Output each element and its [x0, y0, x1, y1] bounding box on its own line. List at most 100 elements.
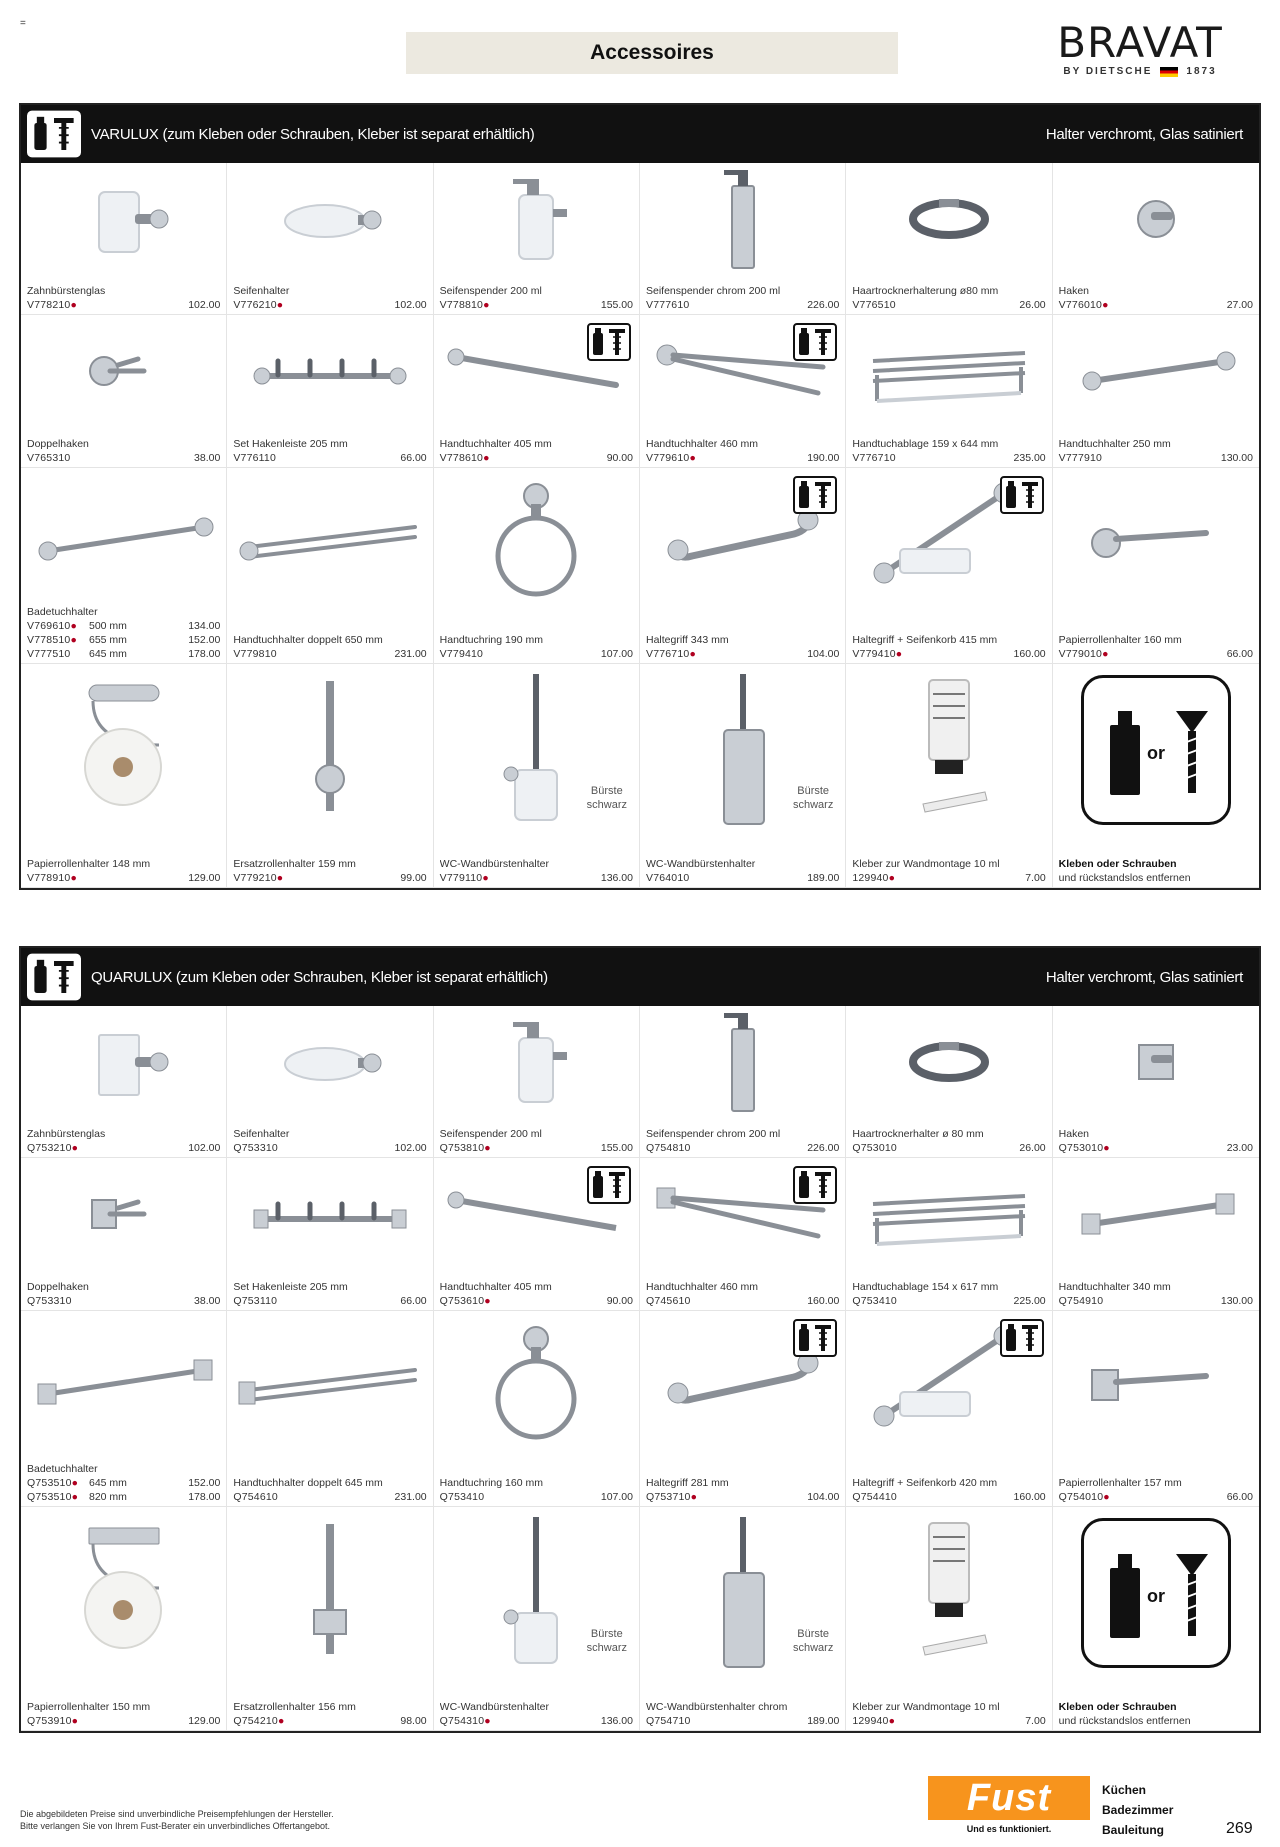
product-card[interactable]: Kleber zur Wandmontage 10 ml 129940● 7.0… — [846, 664, 1053, 888]
product-card[interactable]: Handtuchhalter doppelt 650 mm V779810 23… — [227, 468, 434, 664]
product-image — [646, 474, 839, 604]
product-card[interactable]: Handtuchhalter 250 mm V777910 130.00 — [1052, 315, 1259, 468]
variant-size: 655 mm — [89, 634, 127, 646]
glue-or-screw-icon — [793, 1166, 838, 1204]
product-card[interactable]: Doppelhaken V765310 38.00 — [21, 315, 228, 468]
product-card[interactable]: Doppelhaken Q753310 38.00 — [21, 1158, 228, 1311]
glue-or-screw-icon — [793, 476, 838, 514]
product-code-price-row: V765310 38.00 — [27, 451, 220, 465]
product-name: Handtuchring 190 mm — [439, 634, 543, 646]
article-number: V776510 — [852, 299, 896, 311]
product-price: 98.00 — [400, 1715, 427, 1727]
product-name: Handtuchhalter doppelt 645 mm — [233, 1477, 383, 1489]
product-card[interactable]: Handtuchablage 159 x 644 mm V776710 235.… — [846, 315, 1053, 468]
product-card[interactable]: Ersatzrollenhalter 159 mm V779210● 99.00 — [227, 664, 434, 888]
product-card[interactable]: Handtuchhalter 460 mm Q745610 160.00 — [639, 1158, 847, 1311]
product-card[interactable]: Set Hakenleiste 205 mm V776110 66.00 — [227, 315, 434, 468]
product-card[interactable]: Badetuchhalter Q753510● 645 mm 152.00 Q7… — [21, 1311, 228, 1507]
product-card[interactable]: Handtuchhalter 405 mm Q753610● 90.00 — [433, 1158, 640, 1311]
product-image — [646, 1012, 839, 1112]
product-card[interactable]: Haken Q753010● 23.00 — [1052, 1006, 1259, 1158]
star-icon: ● — [1102, 648, 1109, 660]
product-name: Seifenspender chrom 200 ml — [645, 1128, 781, 1140]
product-price: 231.00 — [394, 1491, 427, 1503]
product-card[interactable]: or Kleben oder Schrauben und rückstandsl… — [1052, 664, 1259, 888]
product-card[interactable]: Zahnbürstenglas V778210● 102.00 — [21, 163, 228, 315]
product-card[interactable]: Papierrollenhalter 150 mm Q753910● 129.0… — [21, 1507, 228, 1731]
page-category-tab: Accessoires — [406, 32, 898, 74]
product-info: Haartrocknerhalterung ø80 mm V776510 26.… — [852, 284, 1045, 312]
product-card[interactable]: Ersatzrollenhalter 156 mm Q754210● 98.00 — [227, 1507, 434, 1731]
article-number: V777610 — [645, 299, 690, 311]
product-code-price-row: Q754710 189.00 — [646, 1714, 839, 1728]
star-icon: ● — [70, 299, 77, 311]
product-card[interactable]: Haltegriff 281 mm Q753710● 104.00 — [639, 1311, 847, 1507]
product-card[interactable]: Papierrollenhalter 157 mm Q754010● 66.00 — [1052, 1311, 1259, 1507]
product-card[interactable]: Set Hakenleiste 205 mm Q753110 66.00 — [227, 1158, 434, 1311]
product-name: Handtuchhalter 405 mm — [439, 438, 552, 450]
article-number: Q753110 — [233, 1295, 278, 1307]
article-number: V779410 — [439, 648, 484, 660]
product-price: 136.00 — [600, 872, 633, 884]
product-card[interactable]: Seifenspender chrom 200 ml V777610 226.0… — [639, 163, 847, 315]
product-info: Zahnbürstenglas Q753210● 102.00 — [27, 1127, 220, 1155]
product-card[interactable]: Seifenhalter V776210● 102.00 — [227, 163, 434, 315]
product-card[interactable]: Haartrocknerhalter ø 80 mm Q753010 26.00 — [846, 1006, 1053, 1158]
product-card[interactable]: Seifenhalter Q753310 102.00 — [227, 1006, 434, 1158]
product-code-price-row: Q753710● 104.00 — [646, 1490, 839, 1504]
product-card[interactable]: Handtuchhalter 460 mm V779610● 190.00 — [639, 315, 847, 468]
product-card[interactable]: Handtuchhalter doppelt 645 mm Q754610 23… — [227, 1311, 434, 1507]
product-card[interactable]: Haartrocknerhalterung ø80 mm V776510 26.… — [846, 163, 1053, 315]
product-variant-row: V778510● 655 mm 152.00 — [27, 633, 220, 647]
product-image — [27, 1012, 220, 1112]
product-card[interactable]: Handtuchring 190 mm V779410 107.00 — [433, 468, 640, 664]
star-icon: ● — [71, 1491, 79, 1503]
product-card[interactable]: Papierrollenhalter 148 mm V778910● 129.0… — [21, 664, 228, 888]
product-info: WC-Wandbürstenhalter V764010 189.00 — [646, 857, 839, 885]
product-image — [233, 1012, 426, 1112]
product-code-price-row: V776110 66.00 — [233, 451, 426, 465]
product-code-price-row: Q753410 107.00 — [440, 1490, 633, 1504]
glue-or-screw-icon — [27, 953, 81, 1001]
product-code-price-row: V779610● 190.00 — [646, 451, 839, 465]
product-card[interactable]: Haltegriff + Seifenkorb 415 mm V779410● … — [846, 468, 1053, 664]
article-number: Q754410 — [852, 1491, 897, 1503]
product-card[interactable]: or Kleben oder Schrauben und rückstandsl… — [1052, 1507, 1259, 1731]
product-price: 136.00 — [600, 1715, 633, 1727]
product-card[interactable]: Handtuchring 160 mm Q753410 107.00 — [433, 1311, 640, 1507]
product-card[interactable]: Handtuchhalter 340 mm Q754910 130.00 — [1052, 1158, 1259, 1311]
product-card[interactable]: Handtuchablage 154 x 617 mm Q753410 225.… — [846, 1158, 1053, 1311]
product-card[interactable]: Seifenspender 200 ml V778810● 155.00 — [433, 163, 640, 315]
product-code-price-row: Q753010● 23.00 — [1059, 1141, 1253, 1155]
product-card[interactable]: Handtuchhalter 405 mm V778610● 90.00 — [433, 315, 640, 468]
product-price: 130.00 — [1220, 452, 1253, 464]
product-code-price-row: Q753010 26.00 — [852, 1141, 1045, 1155]
product-card[interactable]: Haken V776010● 27.00 — [1052, 163, 1259, 315]
product-card[interactable]: Papierrollenhalter 160 mm V779010● 66.00 — [1052, 468, 1259, 664]
article-number: V779010● — [1058, 648, 1109, 660]
product-card[interactable]: Seifenspender 200 ml Q753810● 155.00 — [433, 1006, 640, 1158]
star-icon: ● — [276, 299, 284, 311]
product-card[interactable]: Haltegriff 343 mm V776710● 104.00 — [639, 468, 847, 664]
product-card[interactable]: Kleber zur Wandmontage 10 ml 129940● 7.0… — [846, 1507, 1053, 1731]
product-image — [1059, 474, 1253, 604]
glue-or-screw-icon — [586, 1166, 631, 1204]
product-variant-row: Q753510● 820 mm 178.00 — [27, 1490, 220, 1504]
article-number: Q753410 — [852, 1295, 897, 1307]
product-card[interactable]: Haltegriff + Seifenkorb 420 mm Q754410 1… — [846, 1311, 1053, 1507]
article-number: Q753010● — [1058, 1142, 1110, 1154]
product-name: Haartrocknerhalterung ø80 mm — [852, 285, 999, 297]
product-code-price-row: Q753210● 102.00 — [27, 1141, 220, 1155]
product-card[interactable]: Zahnbürstenglas Q753210● 102.00 — [21, 1006, 228, 1158]
product-image — [852, 1164, 1045, 1264]
variant-size: 645 mm — [89, 1477, 127, 1489]
product-price: 7.00 — [1025, 872, 1046, 884]
section-quarulux: QUARULUX (zum Kleben oder Schrauben, Kle… — [19, 946, 1261, 1733]
product-card[interactable]: Seifenspender chrom 200 ml Q754810 226.0… — [639, 1006, 847, 1158]
product-card[interactable]: Badetuchhalter V769610● 500 mm 134.00 V7… — [21, 468, 228, 664]
